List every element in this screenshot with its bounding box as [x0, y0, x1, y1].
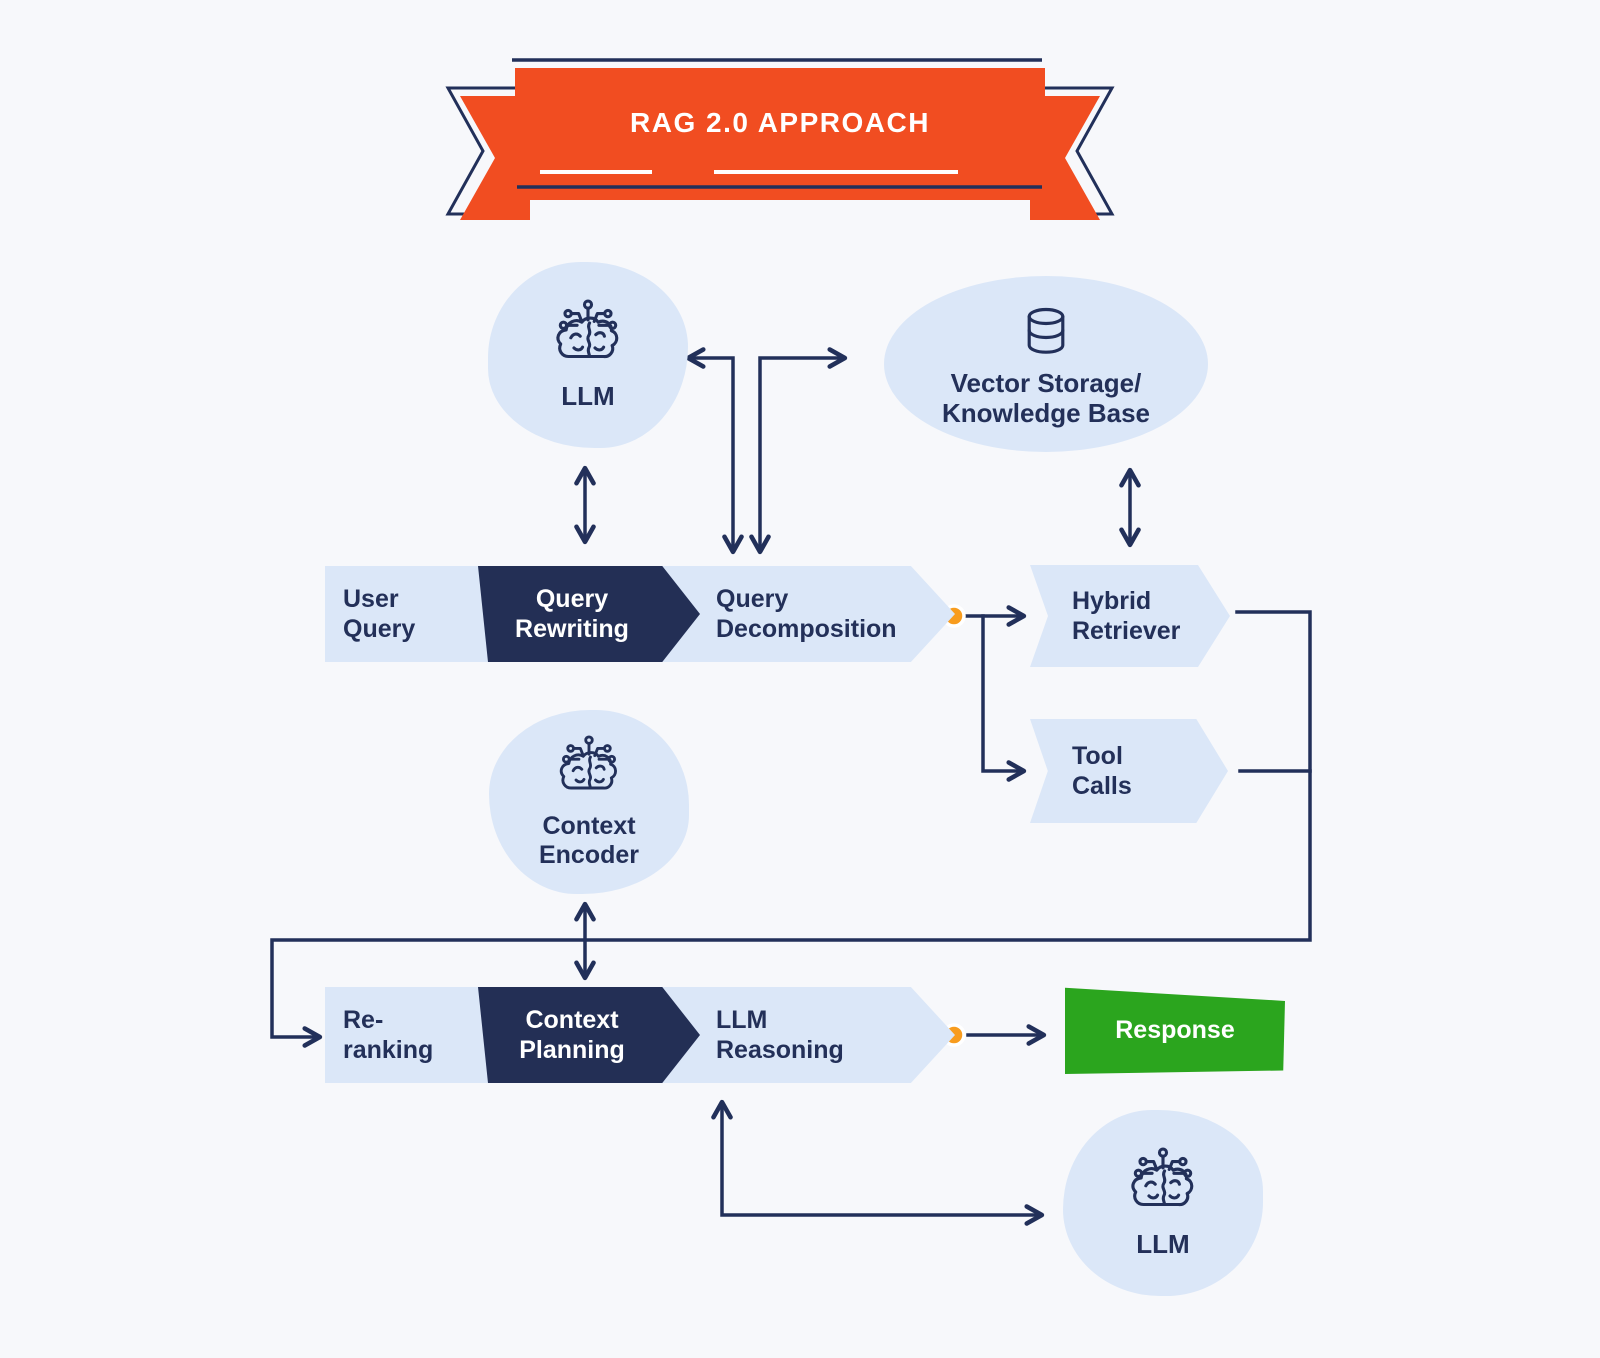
step-re-ranking: Re- ranking: [343, 1005, 434, 1065]
ribbon-main: [515, 68, 1045, 200]
step-query-decomposition: Query Decomposition: [716, 584, 897, 644]
ribbon-tail-right: [1030, 96, 1100, 220]
node-tool-calls-shape: [1030, 719, 1228, 823]
database-icon: [1011, 299, 1081, 369]
node-hybrid-retriever-shape: [1030, 565, 1230, 667]
context-encoder-label-line2: Encoder: [538, 841, 640, 869]
connector-branch-toolcalls: [981, 614, 1027, 782]
node-tool-calls: Tool Calls: [1072, 741, 1132, 801]
node-context-encoder: Context Encoder: [489, 710, 689, 894]
connector-llm-reasoning-feedback: [711, 1099, 1045, 1226]
banner-title: RAG 2.0 APPROACH: [630, 107, 930, 138]
connector-return-reranking: [270, 610, 1312, 1048]
brain-circuit-icon: [553, 734, 625, 806]
node-llm-bottom-label: LLM: [1136, 1229, 1190, 1260]
step-query-rewriting-shape: [478, 566, 700, 662]
ribbon-tail-left: [460, 96, 530, 220]
step-context-planning-shape: [478, 987, 700, 1083]
node-hybrid-retriever: Hybrid Retriever: [1072, 586, 1181, 646]
node-llm-top-label: LLM: [561, 381, 615, 412]
context-encoder-label-line1: Context: [542, 812, 636, 841]
step-llm-reasoning: LLM Reasoning: [716, 1005, 844, 1065]
node-response: Response: [1065, 987, 1285, 1074]
vector-storage-label-line1: Vector Storage/: [950, 368, 1142, 399]
connector-decomposition-llm: [685, 347, 744, 555]
brain-circuit-icon: [549, 298, 627, 376]
brain-circuit-icon: [1124, 1146, 1202, 1224]
step-query-rewriting: Query Rewriting: [515, 584, 629, 644]
step-context-planning: Context Planning: [519, 1005, 625, 1065]
vector-storage-label-line2: Knowledge Base: [941, 398, 1151, 428]
connector-decomposition-vectorstorage: [749, 347, 848, 555]
node-vector-storage: Vector Storage/ Knowledge Base: [884, 276, 1208, 452]
node-llm-top: LLM: [488, 262, 688, 448]
step-user-query: User Query: [343, 584, 416, 644]
ribbon-banner: [445, 58, 1115, 220]
node-llm-bottom: LLM: [1063, 1110, 1263, 1296]
